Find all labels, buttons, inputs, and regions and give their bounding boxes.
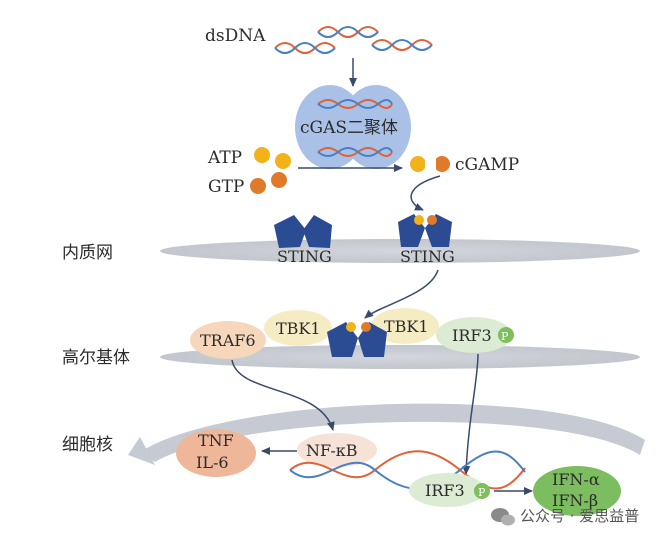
arrow-irf3-nucleus xyxy=(462,353,479,475)
nuclear-membrane xyxy=(140,403,645,462)
atp-label: ATP xyxy=(207,148,242,168)
phospho-golgi-label: P xyxy=(501,330,509,343)
golgi-membrane xyxy=(160,345,640,369)
tbk1-right-node xyxy=(371,308,439,344)
irf3-golgi-label: IRF3 xyxy=(452,326,492,345)
nuclear-membrane-arrow-head xyxy=(128,437,155,465)
arrow-traf6-nfkb xyxy=(231,359,335,431)
irf3-golgi-node xyxy=(436,317,512,353)
nfkb-label: NF-κB xyxy=(306,441,358,460)
cgamp-label: cGAMP xyxy=(455,155,519,175)
nucleus-label: 细胞核 xyxy=(62,435,113,455)
irf3-nucleus-node xyxy=(409,473,485,507)
irf3-nucleus-label: IRF3 xyxy=(425,481,465,500)
er-label: 内质网 xyxy=(62,243,113,263)
ifn-node xyxy=(533,466,621,516)
cgamp-molecule xyxy=(410,156,450,172)
tnf-il6-node xyxy=(176,429,256,477)
ifn-a-label: IFN-α xyxy=(552,470,600,489)
atp-molecule xyxy=(275,153,291,169)
phospho-nucleus-label: P xyxy=(478,486,486,499)
traf6-label: TRAF6 xyxy=(200,331,256,350)
phospho-icon xyxy=(498,327,514,343)
il6-label: IL-6 xyxy=(196,453,229,472)
arrow-sting-golgi xyxy=(364,269,439,319)
sting-golgi xyxy=(327,322,387,357)
arrow-cgamp-sting xyxy=(410,175,441,211)
ifn-b-label: IFN-β xyxy=(552,491,598,510)
golgi-label: 高尔基体 xyxy=(62,348,130,368)
tbk1-left-label: TBK1 xyxy=(276,319,321,338)
tbk1-right-label: TBK1 xyxy=(384,317,429,336)
watermark-text: 公众号 · 爱思益普 xyxy=(520,507,639,525)
cgas-dimer xyxy=(295,85,411,169)
wechat-icon xyxy=(491,508,515,526)
sting-left-label: STING xyxy=(277,247,332,266)
tnf-label: TNF xyxy=(198,431,234,450)
tbk1-left-node xyxy=(264,310,332,346)
dsdna-label: dsDNA xyxy=(205,26,266,46)
gtp-molecule xyxy=(250,178,266,194)
dsdna-strands xyxy=(274,26,433,54)
sting-inactive xyxy=(274,215,332,248)
gtp-label: GTP xyxy=(208,177,244,197)
cgas-label: cGAS二聚体 xyxy=(300,118,398,138)
watermark: 公众号 · 爱思益普 xyxy=(491,507,639,526)
gtp-molecule xyxy=(271,172,287,188)
sting-right-label: STING xyxy=(400,247,455,266)
sting-active xyxy=(398,214,452,247)
atp-molecule xyxy=(254,147,270,163)
traf6-node xyxy=(190,321,266,359)
nfkb-node xyxy=(297,433,377,467)
phospho-icon xyxy=(474,483,490,499)
